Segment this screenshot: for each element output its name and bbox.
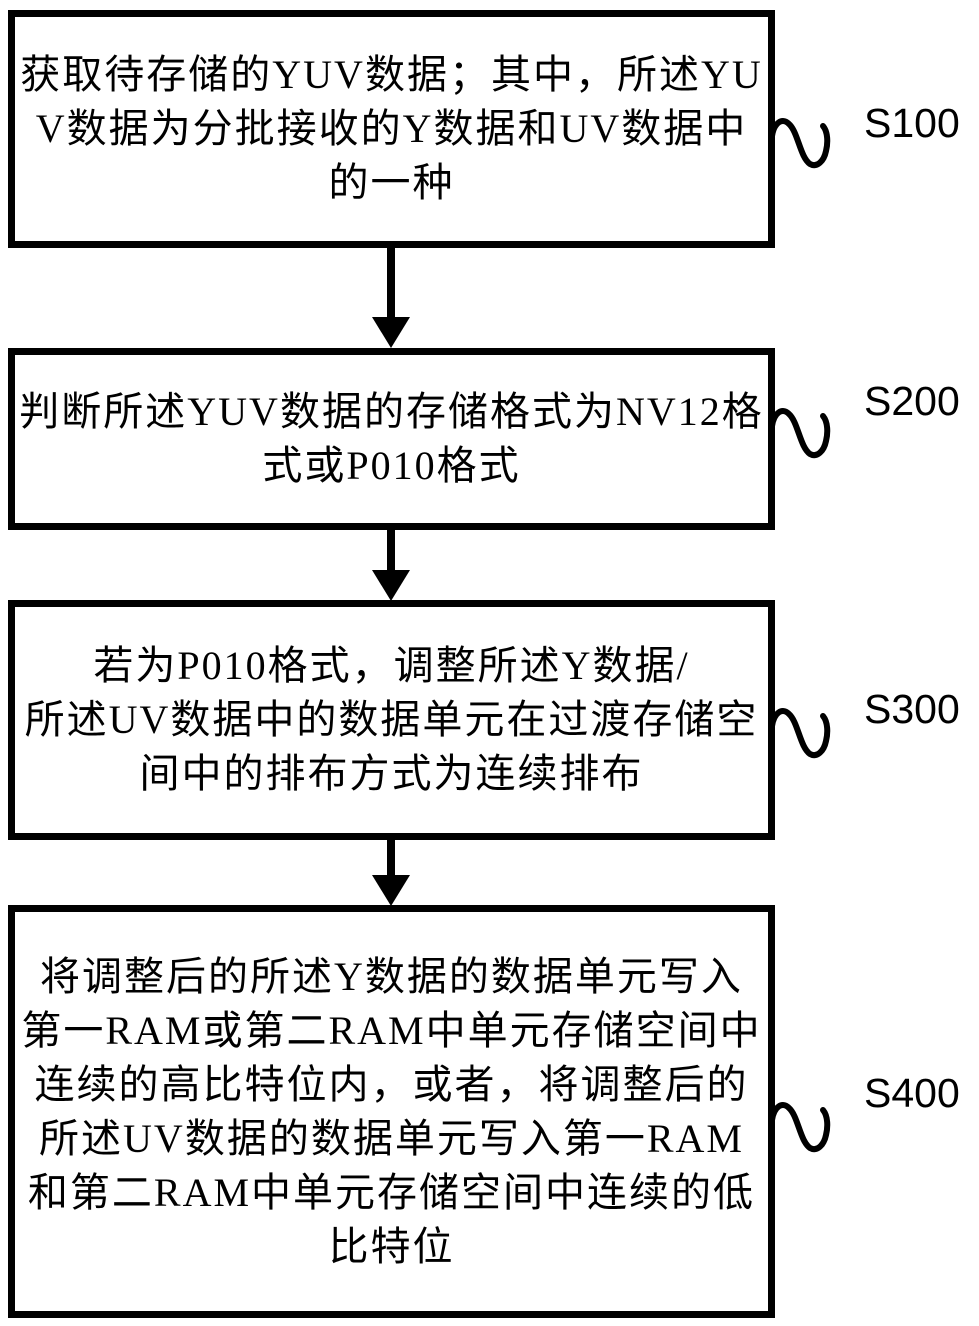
connector-squiggle-s300 xyxy=(771,708,831,759)
connector-squiggle-s400 xyxy=(771,1102,831,1153)
arrow-head xyxy=(372,875,410,906)
step-text-s200: 判断所述YUV数据的存储格式为NV12格式或P010格式 xyxy=(19,389,764,488)
arrow-head xyxy=(372,570,410,601)
step-text-s300: 若为P010格式，调整所述Y数据/所述UV数据中的数据单元在过渡存储空间中的排布… xyxy=(24,643,759,796)
step-text-s400: 将调整后的所述Y数据的数据单元写入第一RAM或第二RAM中单元存储空间中连续的高… xyxy=(21,953,762,1269)
arrow-shaft xyxy=(387,529,395,570)
step-label-s200: S200 xyxy=(864,378,960,424)
arrow-shaft xyxy=(387,247,395,317)
step-box-s300: 若为P010格式，调整所述Y数据/所述UV数据中的数据单元在过渡存储空间中的排布… xyxy=(8,600,775,840)
arrow-head xyxy=(372,317,410,348)
connector-squiggle-s100 xyxy=(771,118,831,169)
connector-squiggle-s200 xyxy=(771,408,831,459)
step-box-s200: 判断所述YUV数据的存储格式为NV12格式或P010格式 xyxy=(8,348,775,530)
flow-arrow-down-1 xyxy=(372,247,410,348)
step-label-s300: S300 xyxy=(864,686,960,732)
step-label-s400: S400 xyxy=(864,1070,960,1116)
flow-arrow-down-3 xyxy=(372,839,410,906)
arrow-shaft xyxy=(387,839,395,875)
step-box-s400: 将调整后的所述Y数据的数据单元写入第一RAM或第二RAM中单元存储空间中连续的高… xyxy=(8,905,775,1318)
flow-arrow-down-2 xyxy=(372,529,410,601)
step-label-s100: S100 xyxy=(864,100,960,146)
